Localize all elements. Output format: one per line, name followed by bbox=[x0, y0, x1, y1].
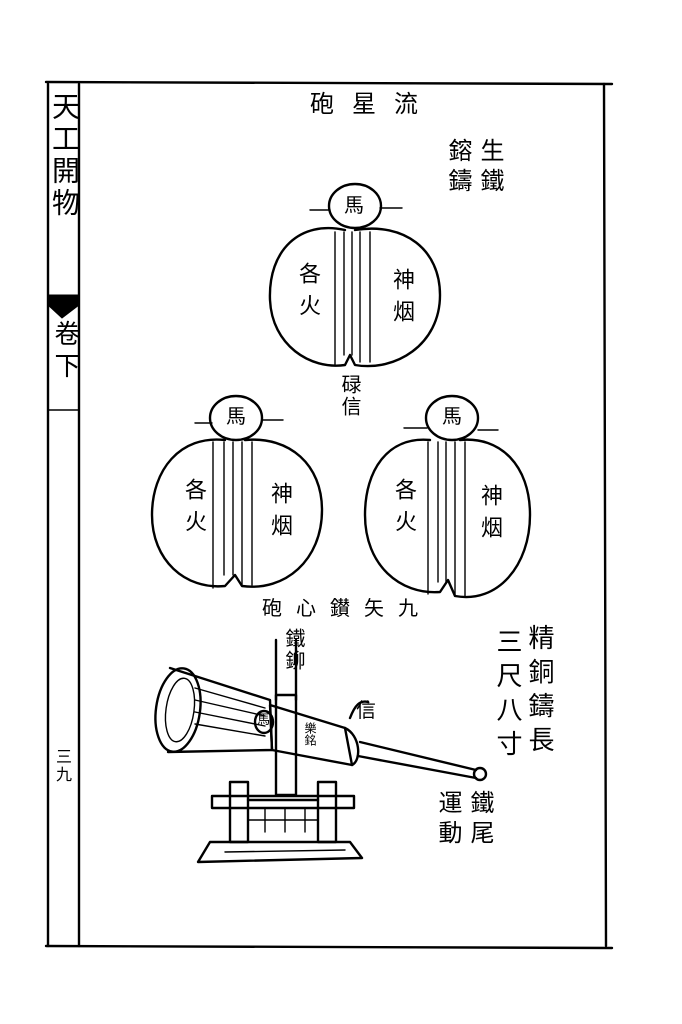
cannon-spec-1: 精銅鑄長 bbox=[524, 624, 554, 760]
bomb-top-left-label: 各火 bbox=[295, 262, 320, 326]
bomb-left-right-label: 神烟 bbox=[267, 482, 292, 546]
cannon-fuse-label: 信 bbox=[356, 698, 376, 722]
bomb-top-right-label: 神烟 bbox=[389, 268, 414, 332]
bomb-right-left-label: 各火 bbox=[391, 478, 416, 542]
cannon-spec-2: 三尺八寸 bbox=[492, 628, 522, 764]
bomb-left-horse: 馬 bbox=[226, 404, 246, 428]
fish-tail-mark bbox=[47, 294, 80, 319]
fuse-label: 碌信 bbox=[338, 374, 362, 418]
bomb-top bbox=[268, 182, 442, 368]
cannon-horse-label: 馬 bbox=[257, 713, 271, 728]
bomb-left bbox=[150, 394, 324, 589]
label-cast-iron: 生鐵 bbox=[476, 138, 504, 198]
cannon-tail-label: 鐵尾 bbox=[466, 790, 494, 850]
bomb-right-right-label: 神烟 bbox=[477, 484, 502, 548]
bomb-top-horse: 馬 bbox=[344, 193, 364, 217]
page-frame bbox=[44, 80, 614, 950]
caption-nine-arrow-cannon: 九矢鑚心砲 bbox=[262, 596, 432, 620]
page-number: 三九 bbox=[53, 748, 72, 784]
volume-label: 卷下 bbox=[50, 320, 80, 384]
book-title: 天工開物 bbox=[48, 92, 81, 220]
label-molten-cast: 鎔鑄 bbox=[444, 138, 472, 198]
cannon-body-mark: 樂銘 bbox=[303, 722, 317, 746]
page-title: 流星砲 bbox=[310, 90, 436, 118]
bomb-left-left-label: 各火 bbox=[181, 478, 206, 542]
cannon-handle-label: 運動 bbox=[434, 790, 462, 850]
cannon bbox=[154, 638, 488, 864]
cannon-nail-label: 鐵鉚 bbox=[282, 628, 306, 672]
bomb-right-horse: 馬 bbox=[442, 404, 462, 428]
bomb-right bbox=[363, 394, 532, 599]
